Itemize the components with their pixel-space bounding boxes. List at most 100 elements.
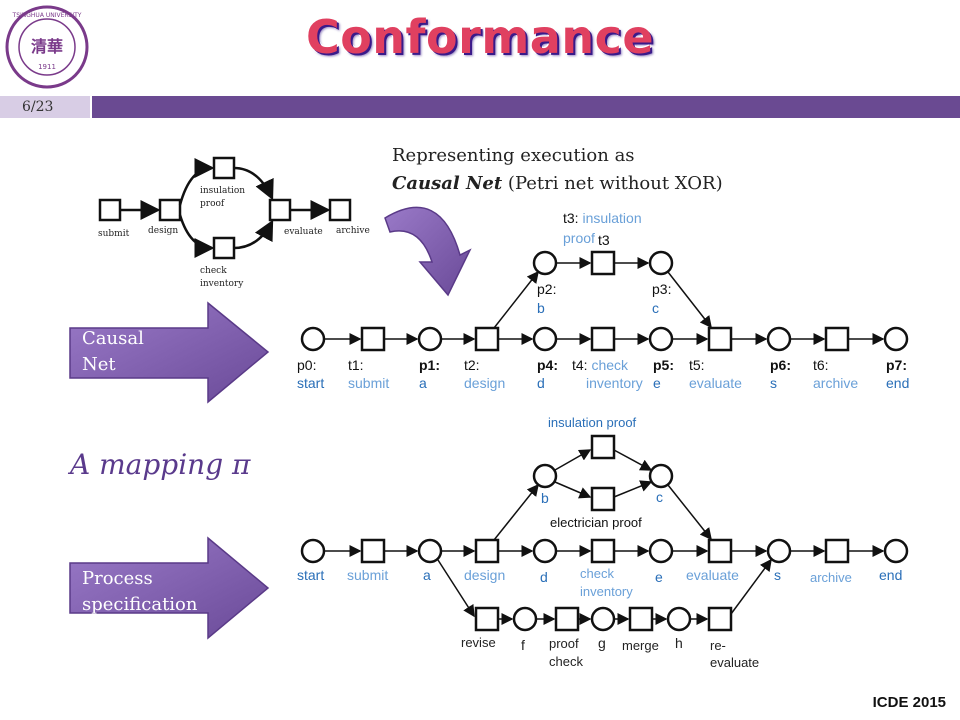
description-note: Representing execution as Causal Net (Pe… xyxy=(392,142,723,198)
process-spec xyxy=(300,434,909,632)
cn-label-t5: t5: xyxy=(689,357,705,373)
ps-label-g: g xyxy=(598,635,606,651)
cn-p5 xyxy=(648,326,674,352)
cn-label-p2: p2: xyxy=(537,281,556,297)
ps-s xyxy=(766,538,792,564)
ps-merge xyxy=(628,606,654,632)
ps-label-s: s xyxy=(774,567,781,583)
cn-label-p7-val: end xyxy=(886,375,909,391)
note-line2-rest: (Petri net without XOR) xyxy=(502,173,723,194)
ps-label-evaluate2: evaluate xyxy=(710,655,759,670)
svg-text:1911: 1911 xyxy=(38,63,56,71)
cn-p1 xyxy=(417,326,443,352)
small-label-evaluate: evaluate xyxy=(284,227,323,237)
ps-check-inventory xyxy=(590,538,616,564)
note-line2: Causal Net (Petri net without XOR) xyxy=(392,170,723,198)
process-spec-arrow xyxy=(69,536,270,640)
university-logo: 清華 1911 TSINGHUA UNIVERSITY xyxy=(5,5,89,89)
cn-p2 xyxy=(532,250,558,276)
page-number: 6/23 xyxy=(22,99,54,115)
ps-re-evaluate xyxy=(707,606,733,632)
ps-label-evaluate: evaluate xyxy=(686,567,739,583)
ps-label-b: b xyxy=(541,490,549,506)
cn-label-p5: p5: xyxy=(653,357,674,373)
header-bar xyxy=(92,96,960,118)
cn-label-t1-val: submit xyxy=(348,375,389,391)
ps-b xyxy=(532,463,558,489)
net-word: Net xyxy=(82,354,116,375)
causal-net-arrow-label: Causal Net xyxy=(82,326,144,378)
cn-t4 xyxy=(590,326,616,352)
ps-submit xyxy=(360,538,386,564)
ps-evaluate xyxy=(707,538,733,564)
small-submit xyxy=(98,198,122,222)
cn-label-p2-val: b xyxy=(537,300,545,316)
ps-e xyxy=(648,538,674,564)
ps-h xyxy=(666,606,692,632)
cn-label-t4-val: inventory xyxy=(586,375,643,391)
ps-a xyxy=(417,538,443,564)
ps-label-proof: proof xyxy=(549,636,579,651)
ps-electrician xyxy=(590,486,616,512)
causal-word: Causal xyxy=(82,328,144,349)
cn-label-t1: t1: xyxy=(348,357,364,373)
small-label-proof: proof xyxy=(200,199,225,209)
cn-t2 xyxy=(474,326,500,352)
cn-label-p6-val: s xyxy=(770,375,777,391)
ps-label-a: a xyxy=(423,567,431,583)
ps-start xyxy=(300,538,326,564)
cn-label-p4-val: d xyxy=(537,375,545,391)
cn-label-p4: p4: xyxy=(537,357,558,373)
small-label-archive: archive xyxy=(336,226,370,236)
ps-d xyxy=(532,538,558,564)
causal-net xyxy=(300,250,909,352)
cn-label-t3-proof: proof xyxy=(563,230,595,246)
note-line1: Representing execution as xyxy=(392,145,635,166)
cn-label-p7: p7: xyxy=(886,357,907,373)
ps-label-e: e xyxy=(655,569,663,585)
cn-p0 xyxy=(300,326,326,352)
small-check xyxy=(212,236,236,260)
small-net xyxy=(98,156,352,260)
small-archive xyxy=(328,198,352,222)
cn-label-p0-val: start xyxy=(297,375,324,391)
small-evaluate xyxy=(268,198,292,222)
ps-label-archive: archive xyxy=(810,570,852,585)
ps-label-submit: submit xyxy=(347,567,388,583)
page-bar-left xyxy=(0,96,90,118)
small-design xyxy=(158,198,182,222)
process-word: Process xyxy=(82,568,153,589)
cn-t1 xyxy=(360,326,386,352)
ps-c xyxy=(648,463,674,489)
cn-label-t2-val: design xyxy=(464,375,505,391)
ps-label-insulation: insulation proof xyxy=(548,415,637,430)
svg-text:TSINGHUA UNIVERSITY: TSINGHUA UNIVERSITY xyxy=(12,12,82,19)
ps-label-start: start xyxy=(297,567,324,583)
mapping-label: A mapping π xyxy=(70,448,251,481)
small-insulation xyxy=(212,156,236,180)
ps-end xyxy=(883,538,909,564)
cn-label-t5-val: evaluate xyxy=(689,375,742,391)
ps-archive xyxy=(824,538,850,564)
ps-label-re: re- xyxy=(710,638,726,653)
ps-label-end: end xyxy=(879,567,902,583)
ps-insulation xyxy=(590,434,616,460)
ps-label-inventory: inventory xyxy=(580,584,633,599)
ps-label-h: h xyxy=(675,635,683,651)
cn-label-p3: p3: xyxy=(652,281,671,297)
cn-label-p1: p1: xyxy=(419,357,440,373)
small-label-inventory: inventory xyxy=(200,279,244,289)
specification-word: specification xyxy=(82,594,198,615)
cn-label-t4: t4: check xyxy=(572,357,629,373)
cn-p7 xyxy=(883,326,909,352)
cn-label-t2: t2: xyxy=(464,357,480,373)
cn-label-t6: t6: xyxy=(813,357,829,373)
cn-t3 xyxy=(590,250,616,276)
ps-label-merge: merge xyxy=(622,638,659,653)
curved-arrow xyxy=(384,206,472,297)
small-label-submit: submit xyxy=(98,229,130,239)
cn-label-t6-val: archive xyxy=(813,375,858,391)
ps-label-revise: revise xyxy=(461,635,496,650)
cn-t5 xyxy=(707,326,733,352)
cn-p3 xyxy=(648,250,674,276)
